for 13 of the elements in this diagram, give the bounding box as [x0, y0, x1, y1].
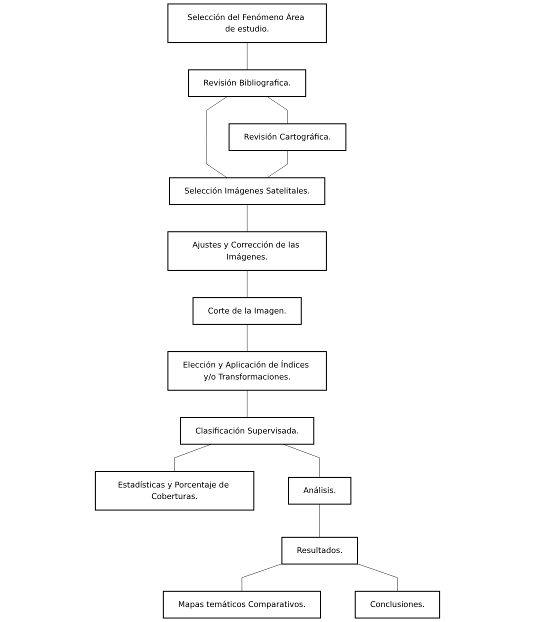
connector	[246, 324, 248, 352]
connector	[246, 204, 248, 232]
connector	[174, 444, 212, 472]
connector	[246, 42, 248, 70]
connector	[282, 444, 320, 478]
connector	[206, 96, 228, 178]
connector	[266, 96, 288, 124]
connector	[242, 564, 282, 592]
connector	[246, 270, 248, 298]
connector	[357, 564, 398, 592]
connector	[319, 504, 320, 538]
connector	[266, 150, 288, 178]
connector	[246, 390, 248, 418]
